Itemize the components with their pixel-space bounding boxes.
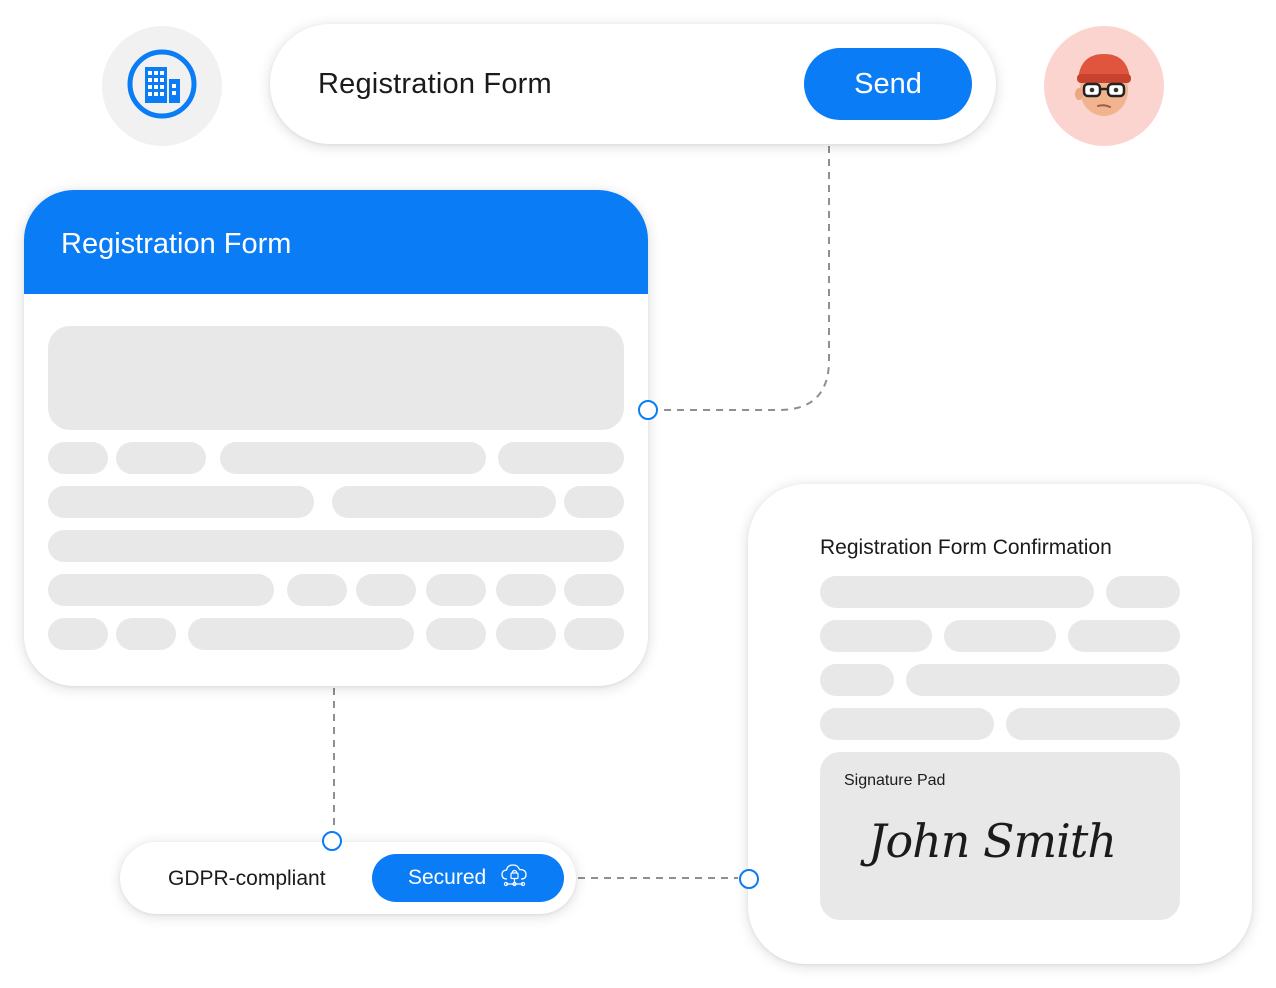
form-field-placeholder <box>498 442 624 474</box>
form-field-placeholder <box>564 486 624 518</box>
form-field-placeholder <box>48 618 108 650</box>
secured-badge[interactable]: Secured <box>372 854 564 902</box>
connector-node-confirmation[interactable] <box>739 869 759 889</box>
form-field-placeholder <box>564 618 624 650</box>
signature: John Smith <box>868 814 1117 868</box>
confirmation-field-placeholder <box>906 664 1180 696</box>
confirmation-card: Registration Form Confirmation Signature… <box>748 484 1252 964</box>
form-field-placeholder <box>188 618 414 650</box>
form-field-placeholder <box>332 486 556 518</box>
form-field-placeholder <box>564 574 624 606</box>
form-field-placeholder <box>496 574 556 606</box>
confirmation-field-placeholder <box>820 576 1094 608</box>
form-field-placeholder <box>356 574 416 606</box>
form-textarea-placeholder <box>48 326 624 430</box>
form-field-placeholder <box>48 486 314 518</box>
confirmation-title: Registration Form Confirmation <box>820 536 1112 559</box>
connector-node-gdpr[interactable] <box>322 831 342 851</box>
confirmation-field-placeholder <box>944 620 1056 652</box>
confirmation-field-placeholder <box>1006 708 1180 740</box>
form-field-placeholder <box>48 442 108 474</box>
form-field-placeholder <box>116 618 176 650</box>
form-field-placeholder <box>426 618 486 650</box>
top-bar-title: Registration Form <box>318 68 552 100</box>
confirmation-field-placeholder <box>1068 620 1180 652</box>
gdpr-bar: GDPR-compliant Secured <box>120 842 576 914</box>
send-button[interactable]: Send <box>804 48 972 120</box>
signature-pad[interactable]: Signature Pad John Smith <box>820 752 1180 920</box>
registration-form-card: Registration Form <box>24 190 648 686</box>
cloud-lock-icon <box>500 862 530 894</box>
avatar[interactable] <box>1044 26 1164 146</box>
form-field-placeholder <box>116 442 206 474</box>
confirmation-field-placeholder <box>820 664 894 696</box>
top-form-bar: Registration Form Send <box>270 24 996 144</box>
confirmation-field-placeholder <box>820 708 994 740</box>
confirmation-field-placeholder <box>1106 576 1180 608</box>
form-field-placeholder <box>426 574 486 606</box>
connector-node-form[interactable] <box>638 400 658 420</box>
user-avatar-icon <box>1064 44 1144 129</box>
form-field-placeholder <box>48 530 624 562</box>
company-logo <box>102 26 222 146</box>
building-icon <box>127 49 197 124</box>
gdpr-label: GDPR-compliant <box>168 867 326 890</box>
connector-top-to-form <box>660 146 830 411</box>
form-field-placeholder <box>496 618 556 650</box>
form-card-title: Registration Form <box>61 228 292 260</box>
form-field-placeholder <box>220 442 486 474</box>
form-card-header: Registration Form <box>24 190 648 294</box>
secured-label: Secured <box>408 866 487 889</box>
signature-pad-label: Signature Pad <box>844 772 946 789</box>
form-field-placeholder <box>48 574 274 606</box>
form-field-placeholder <box>287 574 347 606</box>
confirmation-field-placeholder <box>820 620 932 652</box>
